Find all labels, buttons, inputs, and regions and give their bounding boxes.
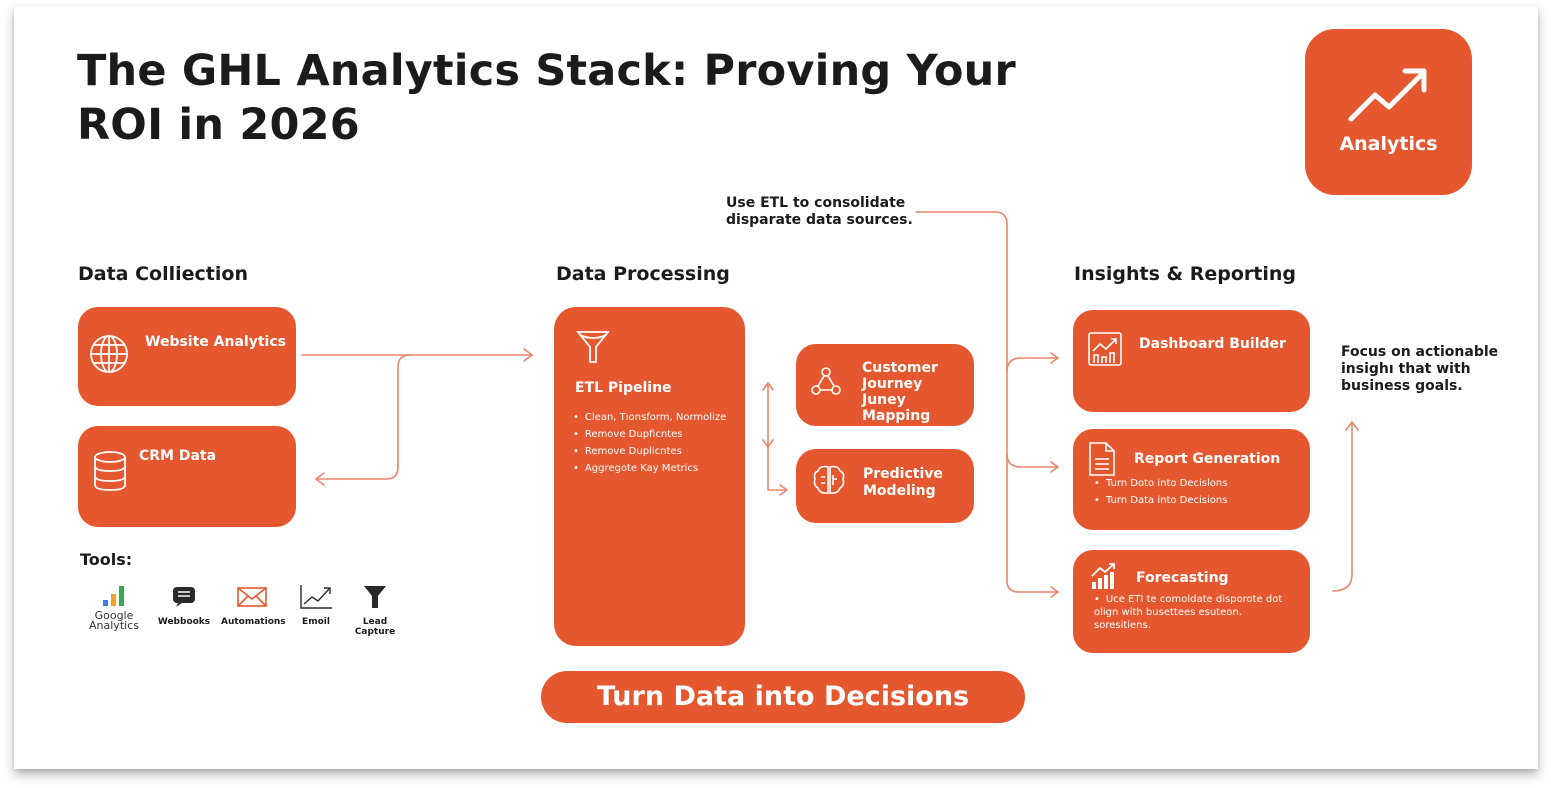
box-predictive-modeling[interactable]: Predictive Modeling: [796, 449, 974, 523]
bullet: Turn Data into Decisions: [1094, 492, 1228, 509]
pipeline-bullets: Clean, Tıonsform, Normolize Remove Dupfi…: [573, 409, 726, 477]
tool-label: Webbooks: [157, 617, 211, 627]
box-crm-data[interactable]: CRM Data: [78, 426, 296, 527]
database-icon: [94, 451, 126, 491]
cta-banner[interactable]: Turn Data into Decisions: [541, 671, 1025, 723]
dashboard-chart-icon: [1088, 332, 1122, 366]
tool-label: Google Analytics: [89, 609, 139, 632]
tool-emoil[interactable]: Emoil: [297, 584, 335, 627]
box-label: Report Generation: [1134, 451, 1281, 467]
document-icon: [1089, 442, 1115, 476]
google-analytics-icon: [103, 586, 124, 606]
tool-label: Lead Capture: [354, 617, 396, 637]
section-title-insights: Insights & Reporting: [1074, 263, 1296, 285]
page-title: The GHL Analytics Stack: Proving Your RO…: [77, 46, 1016, 150]
box-label: Website Analytics: [145, 334, 286, 350]
badge-label: Analytics: [1339, 133, 1438, 155]
tool-google-analytics[interactable]: Google Analytics: [86, 584, 142, 631]
bullet: Aggregote Kay Metrics: [573, 460, 726, 477]
tool-webbooks[interactable]: Webbooks: [157, 586, 211, 627]
envelope-icon: [237, 587, 267, 607]
bullet: Remove Dupficntes: [573, 426, 726, 443]
tool-automations[interactable]: Automations: [221, 586, 286, 627]
tools-label: Tools:: [80, 550, 133, 569]
pipeline-label: ETL Pipeline: [575, 380, 672, 396]
box-dashboard-builder[interactable]: Dashboard Builder: [1073, 310, 1310, 412]
forecast-bullets: Uce ETI te comoldate disporote dot olign…: [1094, 593, 1294, 632]
tool-label: Emoil: [302, 617, 330, 627]
report-bullets: Turn Doto into Decislons Turn Data into …: [1094, 475, 1228, 509]
bar-chart-trend-icon: [1091, 563, 1115, 589]
line-chart-icon: [300, 585, 332, 609]
box-label: Customer Journey Juney Mapping: [862, 360, 938, 424]
bullet: Uce ETI te comoldate disporote dot olign…: [1094, 593, 1294, 632]
box-label: Predictive Modeling: [863, 466, 943, 499]
section-title-processing: Data Processing: [556, 263, 730, 285]
box-etl-pipeline[interactable]: ETL Pipeline Clean, Tıonsform, Normolize…: [554, 307, 745, 646]
box-label: CRM Data: [139, 448, 217, 464]
section-title-collection: Data Colliection: [78, 263, 248, 285]
bullet: Clean, Tıonsform, Normolize: [573, 409, 726, 426]
box-customer-journey[interactable]: Customer Journey Juney Mapping: [796, 344, 974, 426]
globe-icon: [90, 335, 128, 373]
funnel-icon: [364, 586, 386, 608]
insight-note: Focus on actionable insighı that with bu…: [1341, 344, 1499, 394]
etl-note: Use ETL to consolidate disparate data so…: [726, 195, 913, 228]
network-nodes-icon: [811, 367, 841, 395]
box-website-analytics[interactable]: Website Analytics: [78, 307, 296, 406]
box-label: Forecasting: [1136, 570, 1229, 586]
funnel-icon: [576, 331, 610, 363]
bullet: Remove Duplicntes: [573, 443, 726, 460]
brain-icon: [813, 465, 845, 494]
bullet: Turn Doto into Decislons: [1094, 475, 1228, 492]
trending-up-arrow-icon: [1348, 68, 1427, 122]
box-report-generation[interactable]: Report Generation Turn Doto into Decislo…: [1073, 429, 1310, 530]
box-label: Dashboard Builder: [1139, 336, 1286, 352]
tool-lead-capture[interactable]: Lead Capture: [342, 584, 408, 637]
box-forecasting[interactable]: Forecasting Uce ETI te comoldate disporo…: [1073, 550, 1310, 653]
tool-label: Automations: [221, 617, 286, 627]
analytics-badge: Analytics: [1305, 29, 1472, 195]
chat-message-icon: [173, 587, 195, 607]
